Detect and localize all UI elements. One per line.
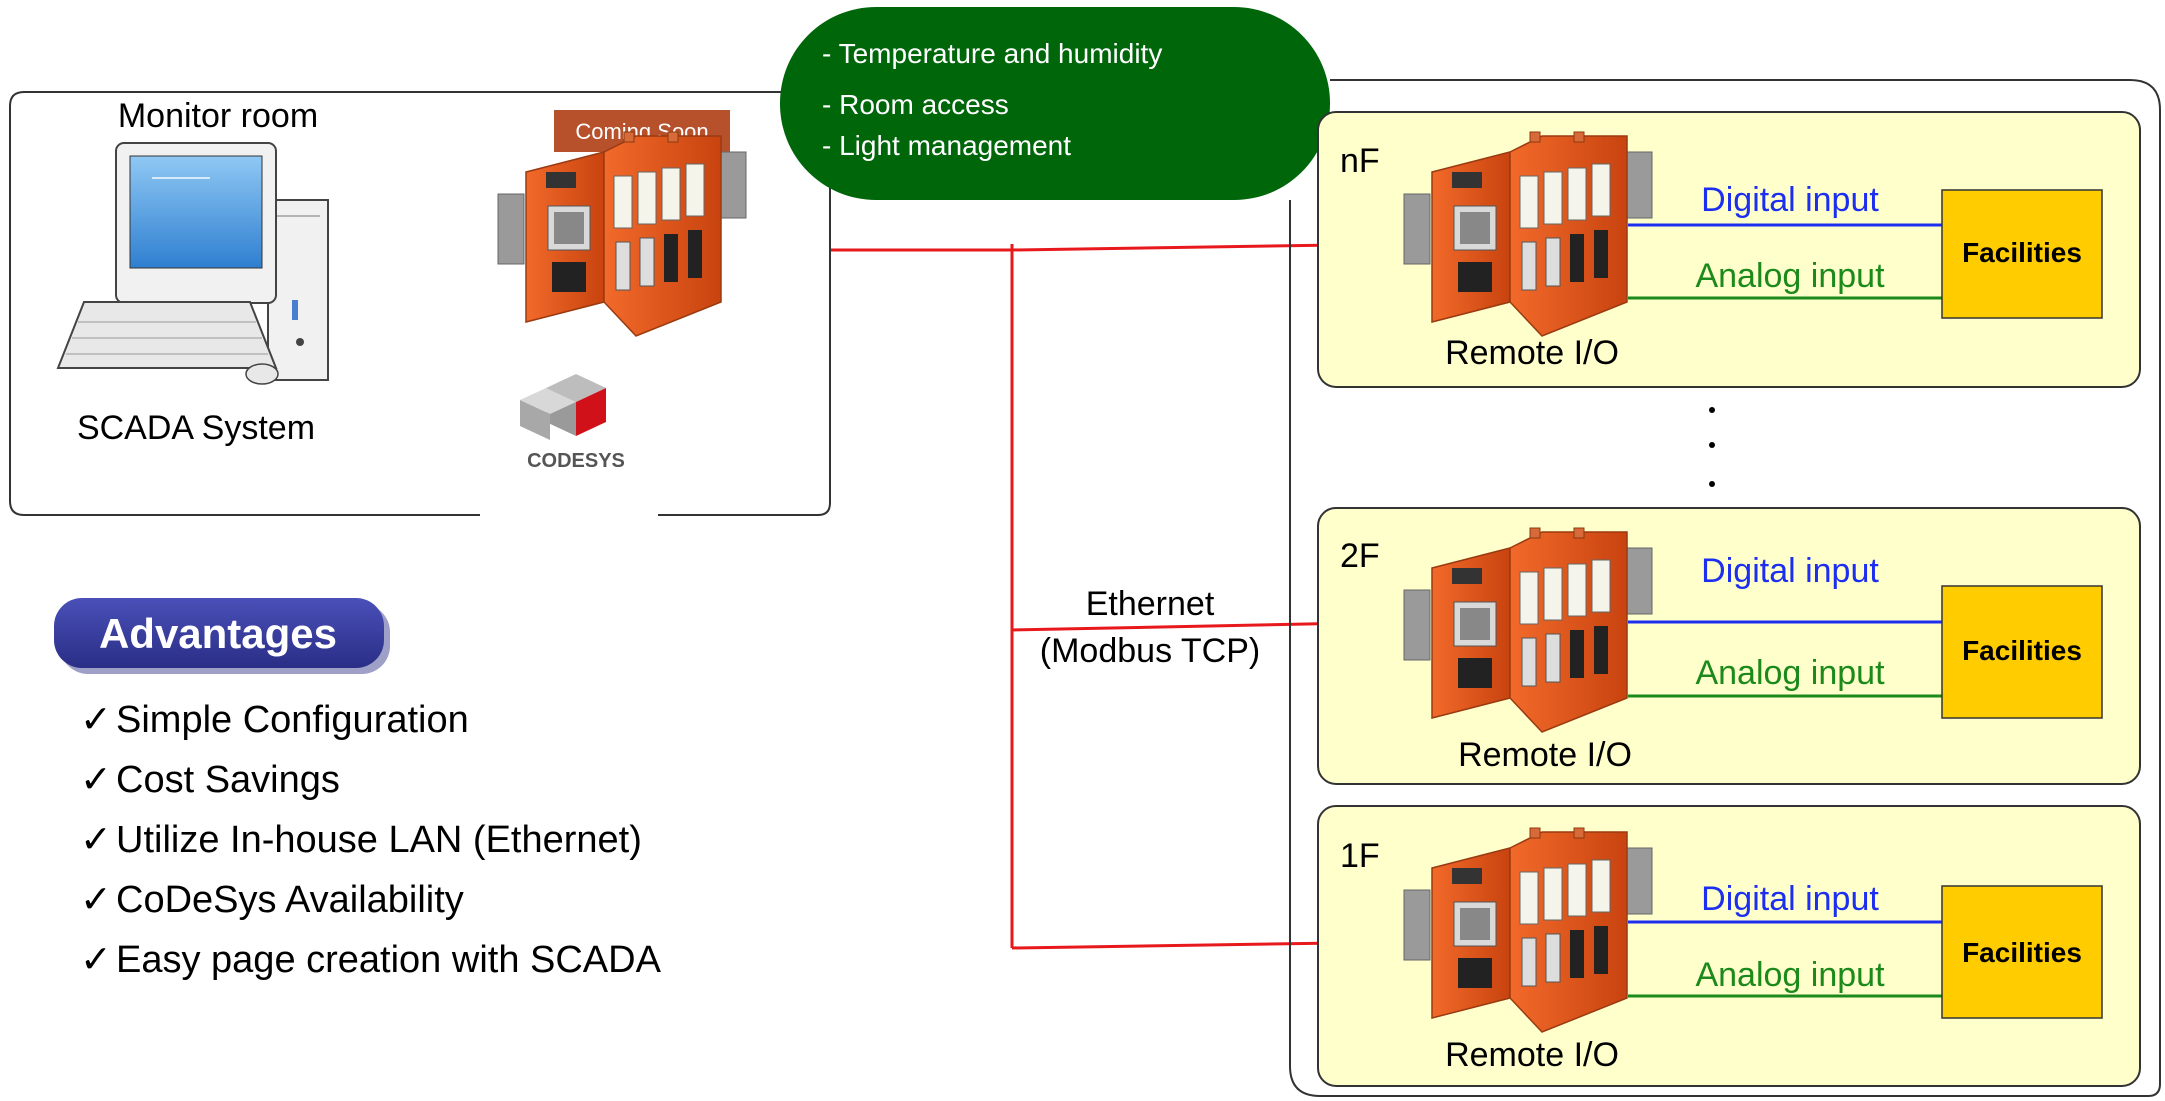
floor-label: nF bbox=[1340, 142, 1380, 180]
building-outline bbox=[1289, 79, 2161, 1097]
checkmark-icon: ✓ bbox=[80, 819, 112, 861]
floor-label: 2F bbox=[1340, 537, 1380, 575]
codesys-controller-device: Coming Soon bbox=[497, 110, 747, 337]
ethernet-label: Ethernet bbox=[1086, 585, 1215, 623]
advantage-item: Easy page creation with SCADA bbox=[116, 939, 662, 981]
checkmark-icon: ✓ bbox=[80, 939, 112, 981]
digital-input-label: Digital input bbox=[1701, 181, 1879, 219]
analog-input-label: Analog input bbox=[1695, 257, 1885, 295]
ethernet-label-group: Ethernet (Modbus TCP) bbox=[1040, 585, 1260, 670]
advantage-item: Utilize In-house LAN (Ethernet) bbox=[116, 819, 642, 861]
facilities-label: Facilities bbox=[1962, 937, 2082, 968]
codesys-logo: CODESYS bbox=[520, 374, 625, 472]
analog-input-label: Analog input bbox=[1695, 956, 1885, 994]
facilities-label: Facilities bbox=[1962, 237, 2082, 268]
scada-system-label: SCADA System bbox=[77, 409, 315, 447]
floor-ellipsis bbox=[1709, 407, 1715, 487]
floor-panel-nf: nF Digital input Analog input Facilities… bbox=[1317, 111, 2141, 388]
digital-input-label: Digital input bbox=[1701, 552, 1879, 590]
floor-label: 1F bbox=[1340, 837, 1380, 875]
advantage-item: CoDeSys Availability bbox=[116, 879, 464, 921]
floor-panel-2f: 2F Digital input Analog input Facilities… bbox=[1317, 507, 2141, 785]
advantage-item: Simple Configuration bbox=[116, 699, 469, 741]
digital-input-label: Digital input bbox=[1701, 880, 1879, 918]
feature-item: - Temperature and humidity bbox=[822, 38, 1162, 69]
modbus-tcp-label: (Modbus TCP) bbox=[1040, 632, 1260, 670]
remote-io-label: Remote I/O bbox=[1445, 1036, 1619, 1074]
codesys-logo-text: CODESYS bbox=[527, 450, 625, 472]
checkmark-icon: ✓ bbox=[80, 699, 112, 741]
advantages-section: Advantages ✓ Simple Configuration ✓ Cost… bbox=[54, 598, 662, 981]
facilities-box bbox=[1941, 585, 2103, 719]
checkmark-icon: ✓ bbox=[80, 879, 112, 921]
floor-panel-1f: 1F Digital input Analog input Facilities… bbox=[1317, 805, 2141, 1087]
feature-item: - Light management bbox=[822, 130, 1071, 161]
monitor-room-title: Monitor room bbox=[118, 97, 318, 135]
advantage-item: Cost Savings bbox=[116, 759, 340, 801]
features-bubble: - Temperature and humidity - Room access… bbox=[780, 7, 1330, 200]
facilities-box bbox=[1941, 189, 2103, 319]
checkmark-icon: ✓ bbox=[80, 759, 112, 801]
remote-io-label: Remote I/O bbox=[1445, 334, 1619, 372]
advantages-badge bbox=[54, 598, 384, 668]
feature-item: - Room access bbox=[822, 89, 1009, 120]
facilities-box bbox=[1941, 885, 2103, 1019]
scada-computer-icon bbox=[56, 142, 329, 385]
advantages-title: Advantages bbox=[99, 610, 337, 657]
analog-input-label: Analog input bbox=[1695, 654, 1885, 692]
facilities-label: Facilities bbox=[1962, 635, 2082, 666]
remote-io-label: Remote I/O bbox=[1458, 736, 1632, 774]
